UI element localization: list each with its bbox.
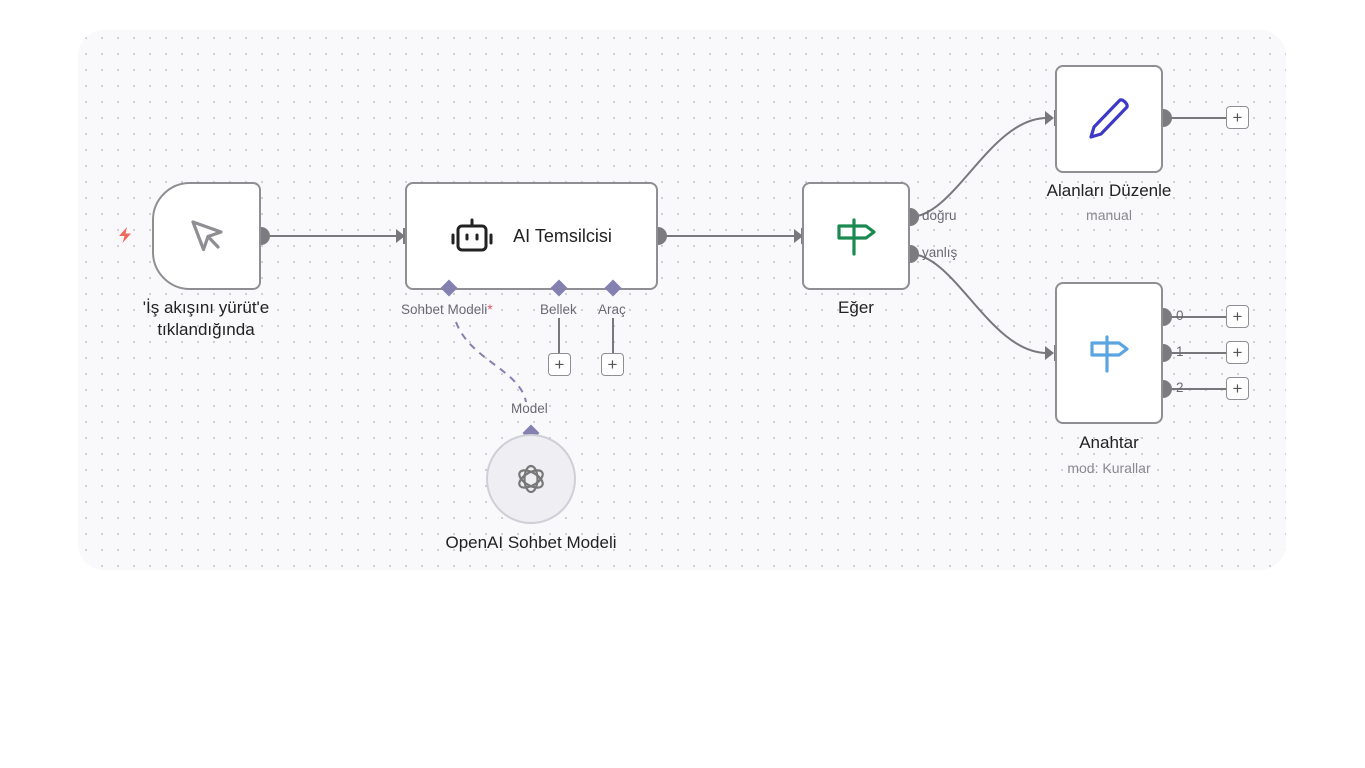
switch-output-0-add-button[interactable]: + [1226,305,1249,328]
switch-output-2-label: 2 [1176,380,1184,395]
signpost-icon [1090,335,1129,373]
openai-node-label: OpenAI Sohbet Modeli [445,533,617,552]
if-node-label: Eğer [838,298,874,317]
add-memory-button[interactable]: + [548,353,571,376]
switch-node[interactable] [1055,282,1163,424]
chat-model-port-text: Sohbet Modeli [401,302,488,317]
edit-fields-node-label: Alanları Düzenle [1046,181,1172,200]
lightning-bolt-icon [119,227,131,243]
if-true-label: doğru [922,208,957,223]
connection-openai-agent[interactable] [455,321,527,403]
signpost-icon [837,218,876,256]
openai-chat-model-node[interactable] [486,434,576,524]
switch-output-2-add-button[interactable]: + [1226,377,1249,400]
ai-agent-title: AI Temsilcisi [513,225,612,246]
trigger-label-line-2: tıklandığında [157,320,255,339]
model-port-label: Model [511,401,548,416]
if-node[interactable] [802,182,910,290]
if-false-label: yanlış [922,245,958,260]
connection-if-true-edit-fields[interactable] [909,117,1048,218]
robot-icon [451,218,493,252]
trigger-node[interactable] [152,182,261,290]
switch-node-label: Anahtar [1079,433,1139,452]
required-marker: * [487,302,493,317]
connection-arrow [396,229,405,243]
tool-port-label: Araç [598,302,626,317]
ai-agent-node[interactable]: AI Temsilcisi [405,182,658,290]
connection-arrow [1045,111,1054,125]
cursor-icon [190,220,223,252]
chat-model-port-label: Sohbet Modeli* [401,302,493,317]
switch-output-0-label: 0 [1176,308,1184,323]
edit-fields-add-button[interactable]: + [1226,106,1249,129]
connection-arrow [794,229,803,243]
trigger-node-label: 'İş akışını yürüt'e tıklandığında [106,297,306,341]
switch-node-sublabel: mod: Kurallar [1067,460,1151,476]
edit-fields-node[interactable] [1055,65,1163,173]
connection-arrow [1045,346,1054,360]
trigger-label-line-1: 'İş akışını yürüt'e [142,298,270,317]
memory-port-label: Bellek [540,302,577,317]
switch-output-1-add-button[interactable]: + [1226,341,1249,364]
switch-output-1-label: 1 [1176,344,1184,359]
add-tool-button[interactable]: + [601,353,624,376]
edit-fields-node-sublabel: manual [1086,207,1132,223]
pencil-icon [1089,98,1129,139]
connection-if-false-switch[interactable] [909,253,1048,354]
openai-icon [518,464,544,494]
